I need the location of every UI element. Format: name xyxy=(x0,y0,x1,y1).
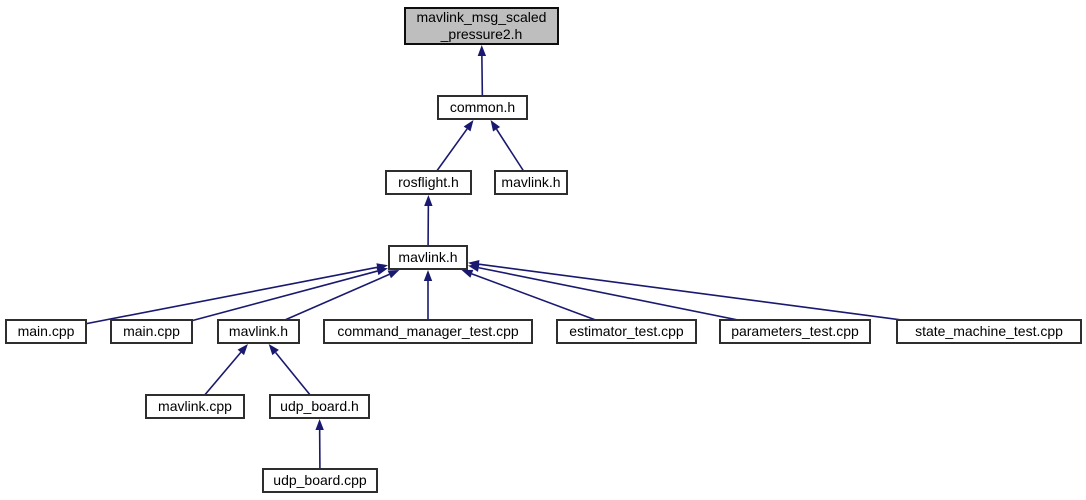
graph-arrowhead-main_cpp_2-to-mavlink_h_mid xyxy=(376,266,388,276)
graph-node-udp_board_cpp[interactable]: udp_board.cpp xyxy=(262,468,378,493)
graph-arrowhead-common_h-to-root xyxy=(477,45,487,57)
graph-node-command_manager_test[interactable]: command_manager_test.cpp xyxy=(323,319,533,344)
graph-node-rosflight_h[interactable]: rosflight.h xyxy=(385,170,472,195)
graph-node-main_cpp_1[interactable]: main.cpp xyxy=(5,319,87,344)
graph-node-mavlink_h_top[interactable]: mavlink.h xyxy=(494,170,568,195)
graph-arrowhead-state_machine_test-to-mavlink_h_mid xyxy=(468,260,480,269)
graph-node-parameters_test[interactable]: parameters_test.cpp xyxy=(719,319,871,344)
graph-arrowhead-rosflight_h-to-common_h xyxy=(463,120,474,132)
graph-node-udp_board_h[interactable]: udp_board.h xyxy=(269,394,370,419)
graph-node-root: mavlink_msg_scaled _pressure2.h xyxy=(404,7,559,45)
graph-node-mavlink_cpp[interactable]: mavlink.cpp xyxy=(145,394,245,419)
graph-node-estimator_test[interactable]: estimator_test.cpp xyxy=(556,319,697,344)
graph-node-mavlink_h_mid[interactable]: mavlink.h xyxy=(388,245,468,270)
graph-arrowhead-udp_board_h-to-mavlink_h_low xyxy=(268,344,279,356)
graph-edge-main_cpp_1-to-mavlink_h_mid xyxy=(45,266,378,333)
graph-arrowhead-mavlink_h_mid-to-rosflight_h xyxy=(424,195,433,207)
graph-node-mavlink_h_low[interactable]: mavlink.h xyxy=(217,319,300,344)
graph-arrowhead-command_manager_test-to-mavlink_h_mid xyxy=(423,270,433,281)
graph-node-main_cpp_2[interactable]: main.cpp xyxy=(110,319,193,344)
graph-arrowhead-mavlink_h_low-to-mavlink_h_mid xyxy=(387,270,400,279)
graph-arrowhead-udp_board_cpp-to-udp_board_h xyxy=(315,419,324,431)
graph-arrowhead-estimator_test-to-mavlink_h_mid xyxy=(461,269,474,278)
graph-arrowhead-mavlink_cpp-to-mavlink_h_low xyxy=(237,344,248,356)
graph-node-state_machine_test[interactable]: state_machine_test.cpp xyxy=(896,319,1082,344)
graph-node-common_h[interactable]: common.h xyxy=(437,95,528,120)
graph-arrowhead-mavlink_h_top-to-common_h xyxy=(490,120,501,132)
